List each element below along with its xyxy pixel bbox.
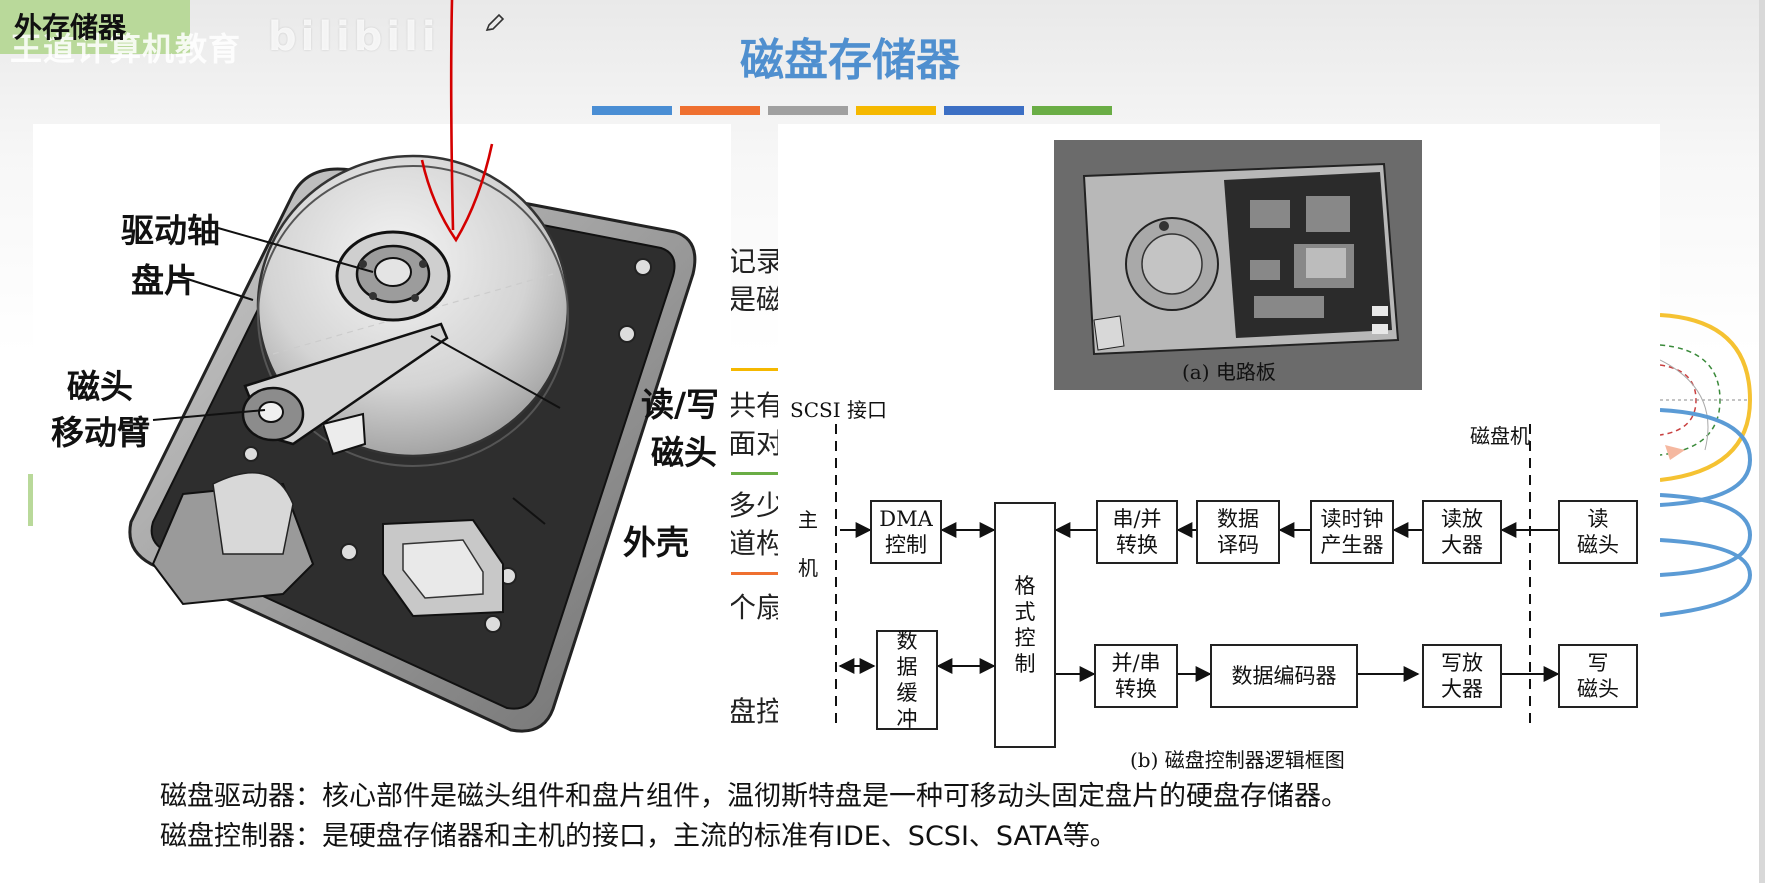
color-bar [592,106,672,115]
bg-text-fragment: 是磁 [728,283,785,316]
pencil-icon[interactable] [484,12,506,34]
bg-divider [728,368,778,371]
controller-diagram-lines [835,424,1560,728]
color-bar [680,106,760,115]
format-control-block: 格 式 控 制 [994,502,1056,748]
controller-diagram-caption: (b) 磁盘控制器逻辑框图 [1130,748,1345,772]
data-encoder-block: 数据编码器 [1210,644,1358,708]
label-shell: 外壳 [623,523,689,562]
parallel-serial-block: 并/串 转换 [1094,644,1178,708]
color-bar [768,106,848,115]
hard-drive-drawing [128,154,697,733]
color-bar [856,106,936,115]
circuit-board-caption: (a) 电路板 [1182,360,1276,384]
scsi-interface-label: SCSI 接口 [790,398,887,422]
bg-divider [728,572,778,575]
data-buffer-block: 数 据 缓 冲 [876,629,938,731]
bg-text-fragment: 个扇 [728,591,785,624]
label-rw-head: 磁头 [651,433,717,472]
read-clock-block: 读时钟 产生器 [1310,500,1394,564]
disk-drive-description: 磁盘驱动器：核心部件是磁头组件和盘片组件，温彻斯特盘是一种可移动头固定盘片的硬盘… [160,781,1348,812]
label-arm: 移动臂 [51,413,150,452]
label-head: 磁头 [67,367,133,406]
bg-accent [28,474,36,526]
label-spindle: 驱动轴 [121,211,220,250]
bilibili-logo-watermark: bilibili [268,14,440,60]
watermark-text: 王道计算机教育 [10,30,242,68]
label-rw: 读/写 [641,385,720,424]
section-tab [0,0,190,54]
hard-drive-illustration: 驱动轴 盘片 磁头 移动臂 读/写 磁头 外壳 [33,124,731,739]
bg-divider [728,472,778,475]
bg-text-fragment: 面对 [728,427,785,460]
bg-text-fragment: 道构 [728,527,785,560]
disk-controller-figure: (a) 电路板 SCSI 接口 磁盘机 主 机 [778,124,1660,772]
bg-text-fragment: 多少 [728,489,785,522]
write-head-block: 写 磁头 [1558,644,1638,708]
disk-machine-label: 磁盘机 [1470,424,1530,448]
red-annotation-stroke [420,0,494,243]
read-head-block: 读 磁头 [1558,500,1638,564]
platter-arc-decoration [1660,313,1753,617]
circuit-board-drawing [1054,140,1422,390]
color-bar [1032,106,1112,115]
title-color-bars [592,106,1112,115]
bg-text-fragment: 盘控 [728,695,785,728]
disk-controller-description: 磁盘控制器：是硬盘存储器和主机的接口，主流的标准有IDE、SCSI、SATA等。 [160,821,1117,852]
bg-text-fragment: 记录 [728,245,785,278]
write-amplifier-block: 写放 大器 [1422,644,1502,708]
window-right-edge [1759,0,1765,883]
label-platter: 盘片 [131,261,197,300]
data-decode-block: 数据 译码 [1196,500,1280,564]
bg-text-fragment: 共有 [728,389,785,422]
serial-parallel-block: 串/并 转换 [1096,500,1178,564]
section-label: 外存储器 [14,11,127,44]
circuit-board-photo [1054,140,1422,390]
read-amplifier-block: 读放 大器 [1422,500,1502,564]
dma-control-block: DMA 控制 [870,500,942,564]
page-title: 磁盘存储器 [740,35,960,86]
label-leader-lines [152,227,561,525]
host-label: 主 机 [798,508,818,580]
color-bar [944,106,1024,115]
